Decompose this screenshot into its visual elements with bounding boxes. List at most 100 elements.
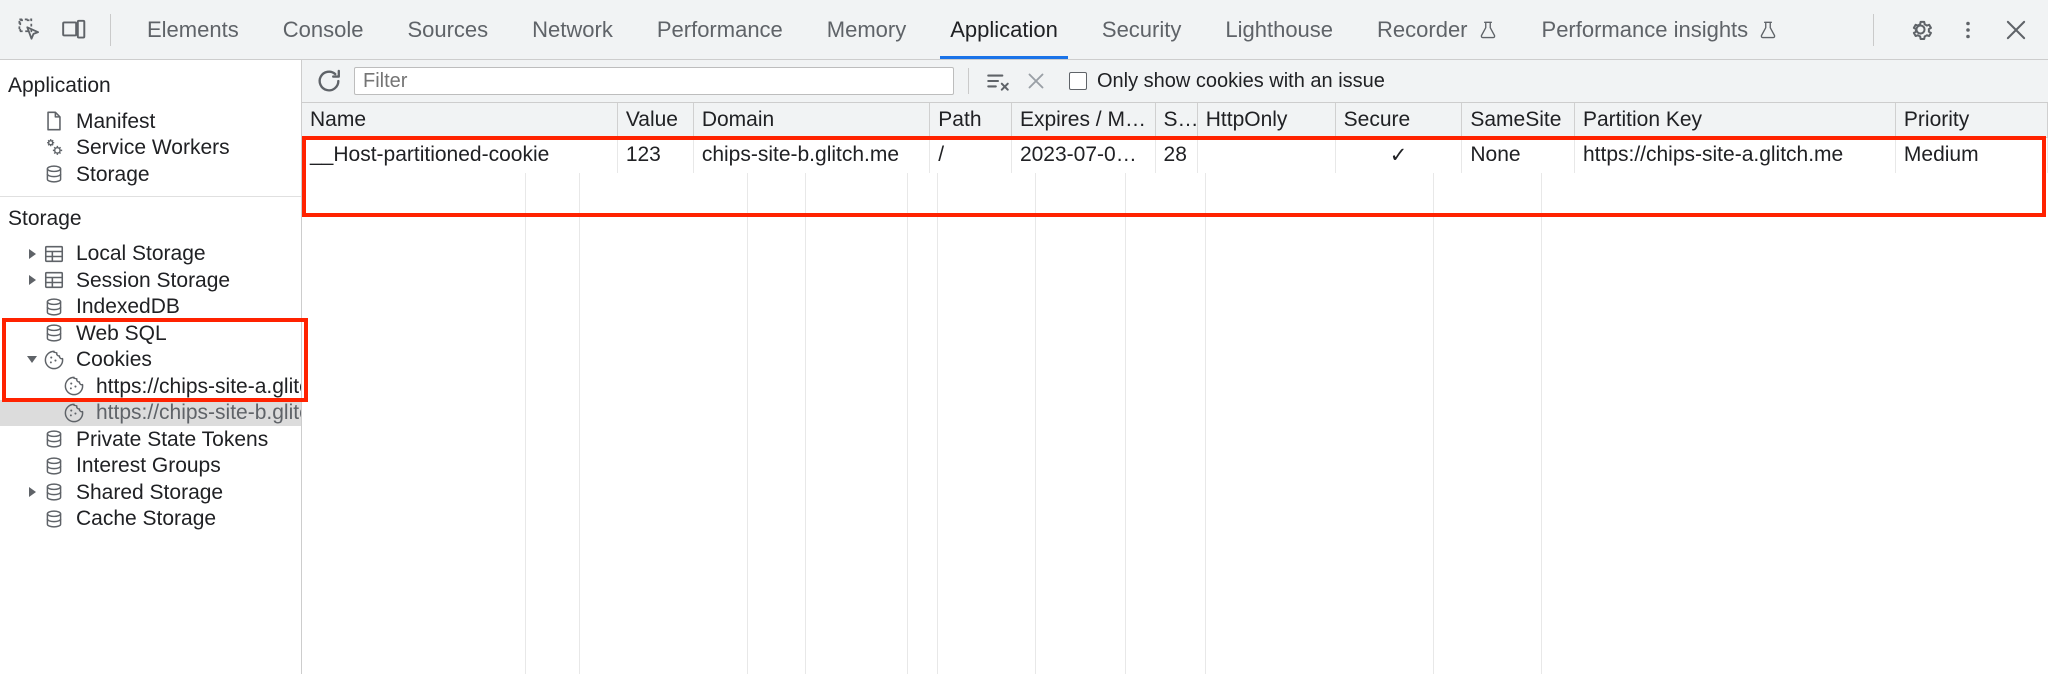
sidebar-item-indexeddb[interactable]: IndexedDB [0, 294, 301, 321]
empty-column-divider [580, 173, 748, 674]
refresh-icon[interactable] [312, 64, 346, 98]
cell-secure[interactable]: ✓ [1335, 137, 1463, 173]
checkbox-box[interactable] [1069, 72, 1087, 90]
filter-input[interactable] [354, 67, 954, 95]
document-icon [42, 110, 66, 132]
tab-console[interactable]: Console [261, 0, 386, 59]
tab-recorder[interactable]: Recorder [1355, 0, 1519, 59]
toolbar-divider-right [1873, 13, 1874, 46]
close-icon[interactable] [1994, 8, 2038, 52]
tab-network[interactable]: Network [510, 0, 635, 59]
column-header-httponly[interactable]: HttpOnly [1197, 103, 1336, 138]
empty-column-divider [526, 173, 580, 674]
cell-size[interactable]: 28 [1155, 137, 1198, 173]
sidebar-item-private-state-tokens[interactable]: Private State Tokens [0, 426, 301, 453]
column-header-path[interactable]: Path [929, 103, 1012, 138]
column-header-samesite[interactable]: SameSite [1461, 103, 1575, 138]
tree-item-label: Cache Storage [76, 507, 217, 531]
cell-expires-m[interactable]: 2023-07-07… [1011, 137, 1156, 173]
empty-column-divider [1206, 173, 1434, 674]
chevron-down-icon[interactable] [24, 356, 40, 364]
toolbar-actions [1888, 8, 2038, 52]
cookie-icon [42, 349, 66, 371]
database-icon [42, 428, 66, 450]
tab-label: Sources [407, 16, 489, 42]
tab-label: Elements [147, 16, 239, 42]
sidebar-item-service-workers[interactable]: Service Workers [0, 135, 301, 162]
cell-value[interactable]: 123 [617, 137, 694, 173]
column-header-domain[interactable]: Domain [693, 103, 931, 138]
sidebar-item-cache-storage[interactable]: Cache Storage [0, 506, 301, 533]
column-header-partition-key[interactable]: Partition Key [1574, 103, 1896, 138]
database-icon [42, 296, 66, 318]
tab-memory[interactable]: Memory [805, 0, 928, 59]
sidebar-item-web-sql[interactable]: Web SQL [0, 320, 301, 347]
clear-x-icon[interactable] [1021, 66, 1051, 96]
tab-security[interactable]: Security [1080, 0, 1203, 59]
empty-column-divider [748, 173, 806, 674]
device-toolbar-icon[interactable] [52, 8, 96, 52]
tree-item-label: Cookies [76, 348, 152, 372]
only-show-issues-checkbox[interactable]: Only show cookies with an issue [1069, 70, 1385, 93]
database-icon [42, 163, 66, 185]
tree-item-label: Session Storage [76, 268, 231, 292]
cell-priority[interactable]: Medium [1895, 137, 2048, 173]
tree-item-label: Private State Tokens [76, 427, 269, 451]
table-empty-columns [302, 173, 2048, 674]
sidebar-item-https-chips-site-b-glitch-me[interactable]: https://chips-site-b.glitch.me [0, 399, 301, 426]
tab-performance[interactable]: Performance [635, 0, 805, 59]
empty-column-divider [1434, 173, 1542, 674]
sidebar-item-local-storage[interactable]: Local Storage [0, 241, 301, 268]
inspect-element-icon[interactable] [8, 8, 52, 52]
cookies-filter-toolbar: Only show cookies with an issue [302, 60, 2048, 103]
experiment-flask-icon [1758, 19, 1778, 41]
cell-domain[interactable]: chips-site-b.glitch.me [693, 137, 931, 173]
sidebar-item-session-storage[interactable]: Session Storage [0, 267, 301, 294]
empty-column-divider [806, 173, 908, 674]
cell-path[interactable]: / [929, 137, 1012, 173]
sidebar-item-cookies[interactable]: Cookies [0, 347, 301, 374]
chevron-right-icon[interactable] [24, 248, 40, 259]
chevron-right-icon[interactable] [24, 487, 40, 498]
column-header-expires-m[interactable]: Expires / M… [1011, 103, 1156, 138]
tab-label: Memory [826, 16, 907, 42]
column-header-priority[interactable]: Priority [1895, 103, 2048, 138]
experiment-flask-icon [1478, 19, 1498, 41]
tab-label: Console [282, 16, 364, 42]
column-header-size[interactable]: Size [1155, 103, 1198, 138]
sidebar-item-storage[interactable]: Storage [0, 161, 301, 188]
more-vertical-icon[interactable] [1946, 8, 1990, 52]
sidebar-item-interest-groups[interactable]: Interest Groups [0, 453, 301, 480]
sidebar-item-manifest[interactable]: Manifest [0, 108, 301, 135]
database-icon [42, 508, 66, 530]
toolbar-divider [110, 13, 111, 46]
storage-section-header: Storage [8, 206, 82, 230]
cell-name[interactable]: __Host-partitioned-cookie [302, 137, 618, 173]
database-icon [42, 481, 66, 503]
tree-item-label: Interest Groups [76, 454, 221, 478]
cell-partition-key[interactable]: https://chips-site-a.glitch.me [1574, 137, 1896, 173]
column-header-name[interactable]: Name [302, 103, 618, 138]
gears-icon [42, 136, 66, 159]
cell-samesite[interactable]: None [1461, 137, 1575, 173]
chevron-right-icon[interactable] [24, 275, 40, 286]
column-header-value[interactable]: Value [617, 103, 694, 138]
tab-lighthouse[interactable]: Lighthouse [1203, 0, 1355, 59]
sidebar-item-shared-storage[interactable]: Shared Storage [0, 479, 301, 506]
clear-filtered-icon[interactable] [983, 66, 1013, 96]
tree-item-label: https://chips-site-b.glitch.me [96, 401, 301, 425]
tab-label: Lighthouse [1225, 16, 1334, 42]
tab-sources[interactable]: Sources [385, 0, 510, 59]
gear-icon[interactable] [1898, 8, 1942, 52]
cell-httponly[interactable] [1197, 137, 1336, 173]
tree-item-label: Service Workers [76, 136, 230, 160]
tab-application[interactable]: Application [928, 0, 1080, 59]
tab-elements[interactable]: Elements [125, 0, 261, 59]
tab-performance-insights[interactable]: Performance insights [1520, 0, 1801, 59]
column-header-secure[interactable]: Secure [1335, 103, 1463, 138]
sidebar-item-https-chips-site-a-glitch-me[interactable]: https://chips-site-a.glitch.me [0, 373, 301, 400]
